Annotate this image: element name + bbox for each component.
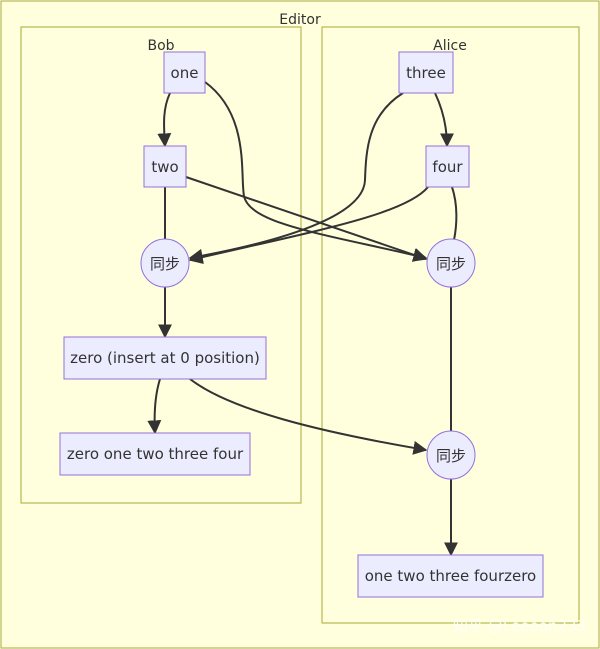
node-two: two [143, 145, 187, 188]
edge-one-sync-alice-1 [204, 81, 428, 262]
edge-one-two [157, 92, 172, 148]
cluster-editor-title: Editor [279, 12, 321, 28]
edge-zero-sync-alice-2 [189, 378, 428, 455]
svg-text:three: three [406, 64, 446, 82]
svg-text:four: four [432, 158, 463, 176]
edge-four-sync-bob [188, 186, 429, 264]
edge-zero-bob-result [147, 378, 162, 435]
edge-three-four [434, 92, 454, 148]
node-bob-result: zero one two three four [59, 432, 251, 476]
edge-three-sync-bob [188, 92, 404, 263]
watermark: 知乎 @Leeeon233 [453, 617, 586, 635]
node-four: four [425, 145, 470, 188]
svg-text:one: one [171, 64, 199, 82]
svg-text:同步: 同步 [150, 255, 180, 273]
svg-text:同步: 同步 [436, 447, 466, 465]
svg-text:two: two [151, 158, 178, 176]
edge-two-sync-alice-1 [185, 176, 428, 262]
svg-text:同步: 同步 [436, 255, 466, 273]
cluster-alice-title: Alice [433, 38, 467, 54]
node-alice-result: one two three fourzero [357, 554, 544, 598]
edge-four-sync-alice-1 [451, 186, 458, 241]
node-sync-bob: 同步 [140, 238, 190, 288]
node-sync-alice-2: 同步 [426, 430, 476, 480]
cluster-bob-title: Bob [147, 38, 174, 54]
node-zero-insert: zero (insert at 0 position) [63, 336, 267, 380]
node-sync-alice-1: 同步 [426, 238, 476, 288]
svg-text:one two three fourzero: one two three fourzero [365, 567, 536, 585]
svg-text:zero (insert at 0 position): zero (insert at 0 position) [70, 349, 260, 367]
node-one: one [163, 51, 206, 94]
node-three: three [398, 51, 454, 94]
svg-text:zero one two three four: zero one two three four [67, 445, 244, 463]
